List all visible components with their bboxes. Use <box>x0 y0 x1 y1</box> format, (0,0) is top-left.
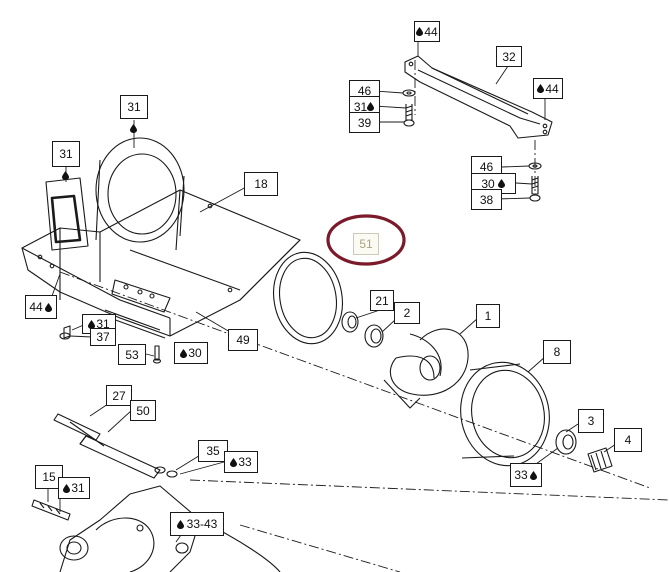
sealant-drop-icon <box>416 27 424 36</box>
callout-label: 31 <box>353 99 368 114</box>
sealant-drop-icon <box>62 171 69 180</box>
sealant-drop-icon <box>497 179 505 188</box>
callout-label: 49 <box>236 333 250 347</box>
callout-label: 33 <box>238 455 252 469</box>
callout-38: 38 <box>471 189 502 210</box>
callout-label: 31 <box>59 147 73 161</box>
callout-label: 15 <box>42 470 56 484</box>
callout-31: 31 <box>120 95 148 119</box>
callout-label: 18 <box>254 177 268 191</box>
callout-label: 44 <box>424 24 438 39</box>
callout-8: 8 <box>543 340 571 364</box>
callout-4: 4 <box>614 428 642 452</box>
screw-37 <box>59 325 71 340</box>
callout-37: 37 <box>90 328 116 346</box>
callout-27: 27 <box>106 385 132 406</box>
callout-33-43: 33-43 <box>170 512 224 536</box>
callout-label: 1 <box>484 309 492 323</box>
callout-label: 33-43 <box>186 517 218 531</box>
sealant-drop-icon <box>44 302 52 312</box>
callout-label: 30 <box>188 346 202 360</box>
callout-44: 44 <box>533 78 563 99</box>
coupler-part-4 <box>587 447 613 473</box>
callout-label: 2 <box>403 306 411 320</box>
highlight-circle <box>326 214 406 266</box>
ride-plate-part-18 <box>21 137 301 339</box>
sealant-drop-icon <box>63 483 71 493</box>
callout-label: 46 <box>357 83 372 98</box>
callout-46: 46 <box>471 156 502 177</box>
callout-32: 32 <box>496 46 522 67</box>
callout-33: 33 <box>510 463 542 487</box>
callout-49: 49 <box>228 329 258 351</box>
callout-30: 30 <box>174 342 208 364</box>
bushing-part-21 <box>341 311 359 333</box>
callout-21: 21 <box>370 290 394 311</box>
bearing-part-2 <box>364 324 384 348</box>
shaft-part-50 <box>79 435 161 479</box>
o-rings-part-35 <box>154 466 178 478</box>
callout-3: 3 <box>578 409 604 433</box>
callout-label: 21 <box>375 293 389 308</box>
callout-label: 32 <box>502 49 516 64</box>
sealant-drop-icon <box>230 457 238 467</box>
callout-label: 35 <box>206 444 220 458</box>
seal-ring-part-51 <box>273 251 343 345</box>
callout-50: 50 <box>130 400 156 421</box>
callout-label: 27 <box>112 388 126 403</box>
callout-label: 39 <box>357 115 372 130</box>
callout-label: 46 <box>479 159 494 174</box>
sealant-drop-icon <box>88 319 96 329</box>
callout-label: 31 <box>127 100 141 114</box>
wear-ring-part-8 <box>460 361 550 467</box>
cap-part-3 <box>555 429 577 455</box>
sealant-drop-icon <box>130 124 137 133</box>
callout-label: 51 <box>359 237 373 251</box>
callout-label: 3 <box>587 414 595 428</box>
callout-label: 37 <box>96 330 110 344</box>
callout-53: 53 <box>118 344 146 365</box>
impeller-part-1 <box>383 328 469 409</box>
callout-label: 30 <box>481 176 495 191</box>
callout-label: 50 <box>136 403 150 418</box>
sealant-drop-icon <box>367 102 375 111</box>
callout-2: 2 <box>394 302 420 324</box>
callout-label: 44 <box>29 300 43 314</box>
washer-46-upper <box>402 89 416 97</box>
callout-31: 31 <box>52 141 80 167</box>
screw-53 <box>152 345 162 364</box>
sealant-drop-icon <box>537 84 545 93</box>
pump-body-part-33-43 <box>59 485 281 572</box>
callout-44: 44 <box>414 21 440 42</box>
callout-46: 46 <box>349 80 380 101</box>
callout-label: 4 <box>624 433 632 447</box>
callout-label: 53 <box>125 347 139 362</box>
callout-33: 33 <box>224 451 258 473</box>
callout-label: 44 <box>545 81 559 96</box>
callout-31: 31 <box>58 477 90 499</box>
callout-44: 44 <box>25 295 57 319</box>
support-bar-part-32 <box>404 55 553 139</box>
callout-51-highlighted: 51 <box>353 233 379 255</box>
callout-label: 38 <box>479 192 494 207</box>
bolt-39 <box>403 104 415 127</box>
callout-35: 35 <box>198 440 228 462</box>
callout-label: 8 <box>553 345 561 359</box>
callout-label: 31 <box>71 481 85 495</box>
callout-1: 1 <box>476 304 500 328</box>
stud-part-15 <box>31 499 71 521</box>
assembly-axis-lines <box>59 60 669 572</box>
callout-18: 18 <box>244 172 278 196</box>
leader-lines <box>47 40 617 543</box>
callout-label: 31 <box>96 317 110 331</box>
sealant-drop-icon <box>176 519 184 529</box>
callout-label: 33 <box>514 468 528 482</box>
callout-39: 39 <box>349 112 380 133</box>
sealant-drop-icon <box>529 470 537 480</box>
sealant-drop-icon <box>180 348 188 358</box>
